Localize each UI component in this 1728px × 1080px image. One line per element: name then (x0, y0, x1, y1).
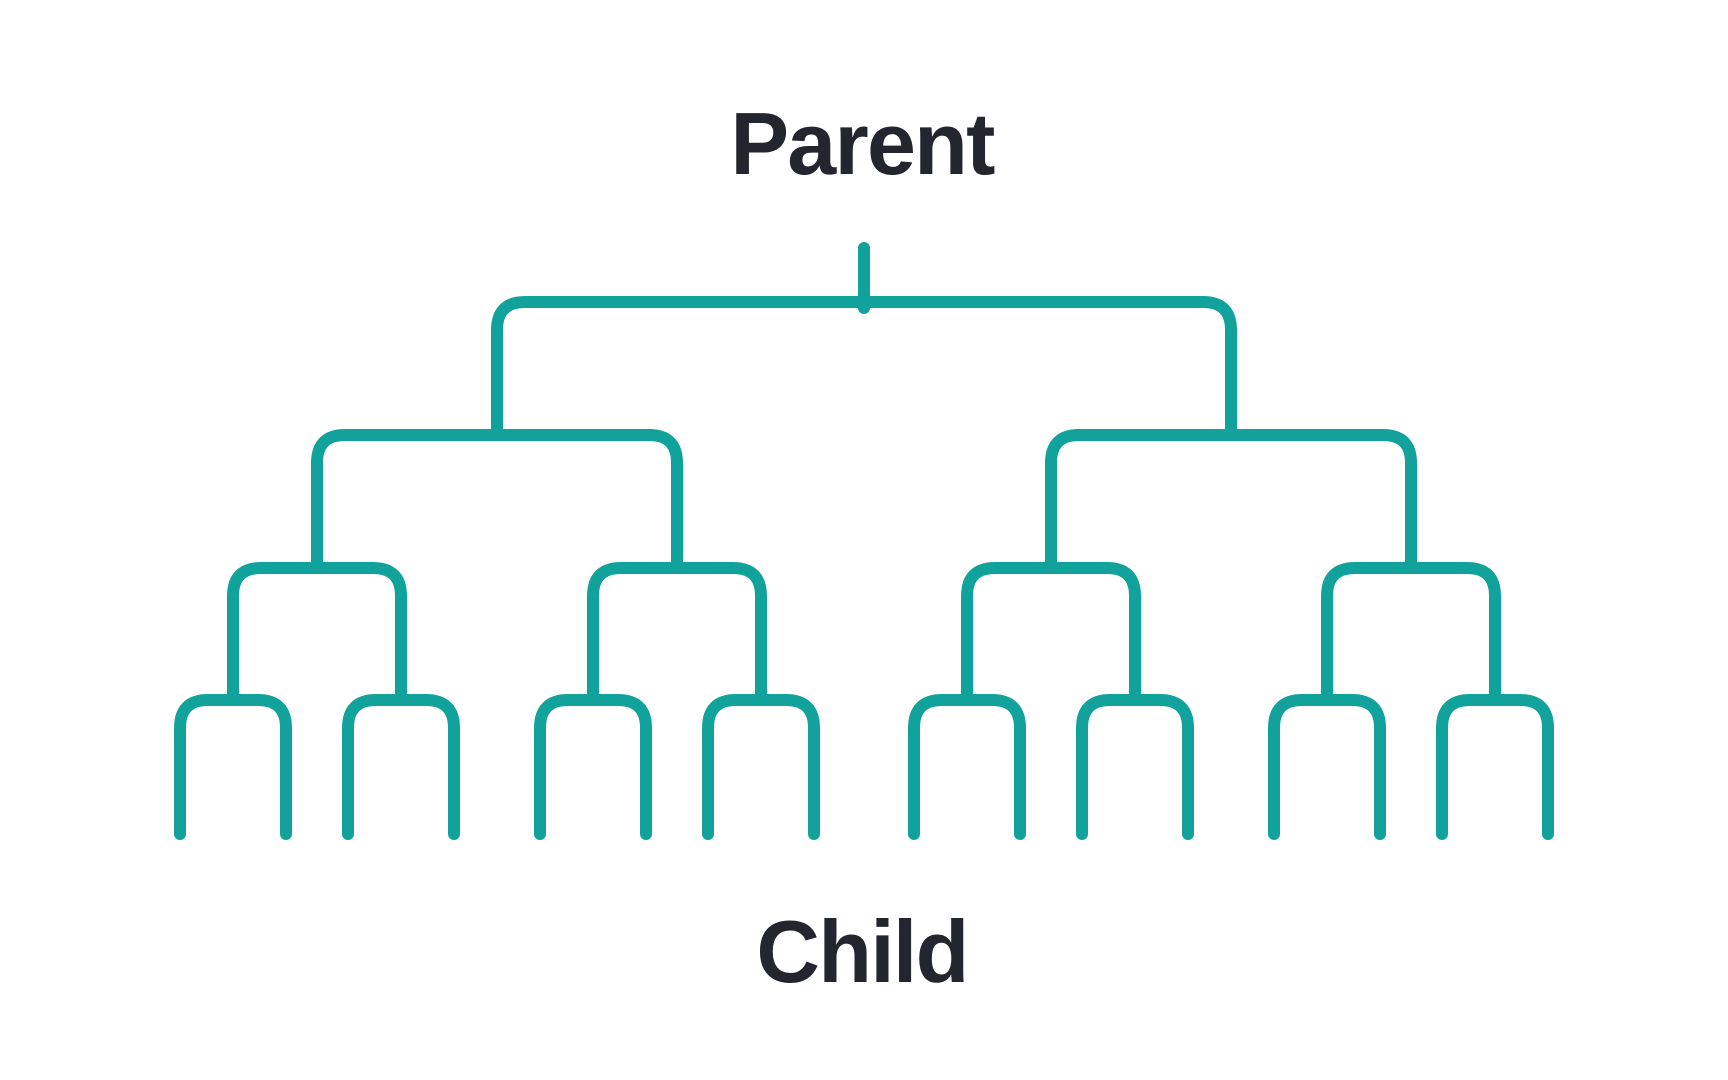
leaf-pair-4 (908, 694, 1026, 840)
branch-level-2-1 (1045, 429, 1417, 574)
leaf-pair-6 (1268, 694, 1386, 840)
branch-level-3-2 (961, 562, 1141, 706)
branch-level-3-1 (587, 562, 767, 706)
branch-level-1 (491, 296, 1237, 441)
parent-label: Parent (730, 94, 995, 193)
branch-level-3-3 (1321, 562, 1501, 706)
branch-level-2-0 (311, 429, 683, 574)
tree-connector-lines (174, 242, 1554, 840)
leaf-pair-5 (1076, 694, 1194, 840)
leaf-pair-7 (1436, 694, 1554, 840)
leaf-pair-2 (534, 694, 652, 840)
child-label: Child (756, 902, 969, 1001)
leaf-pair-1 (342, 694, 460, 840)
leaf-pair-3 (702, 694, 820, 840)
leaf-pair-0 (174, 694, 292, 840)
branch-level-3-0 (227, 562, 407, 706)
